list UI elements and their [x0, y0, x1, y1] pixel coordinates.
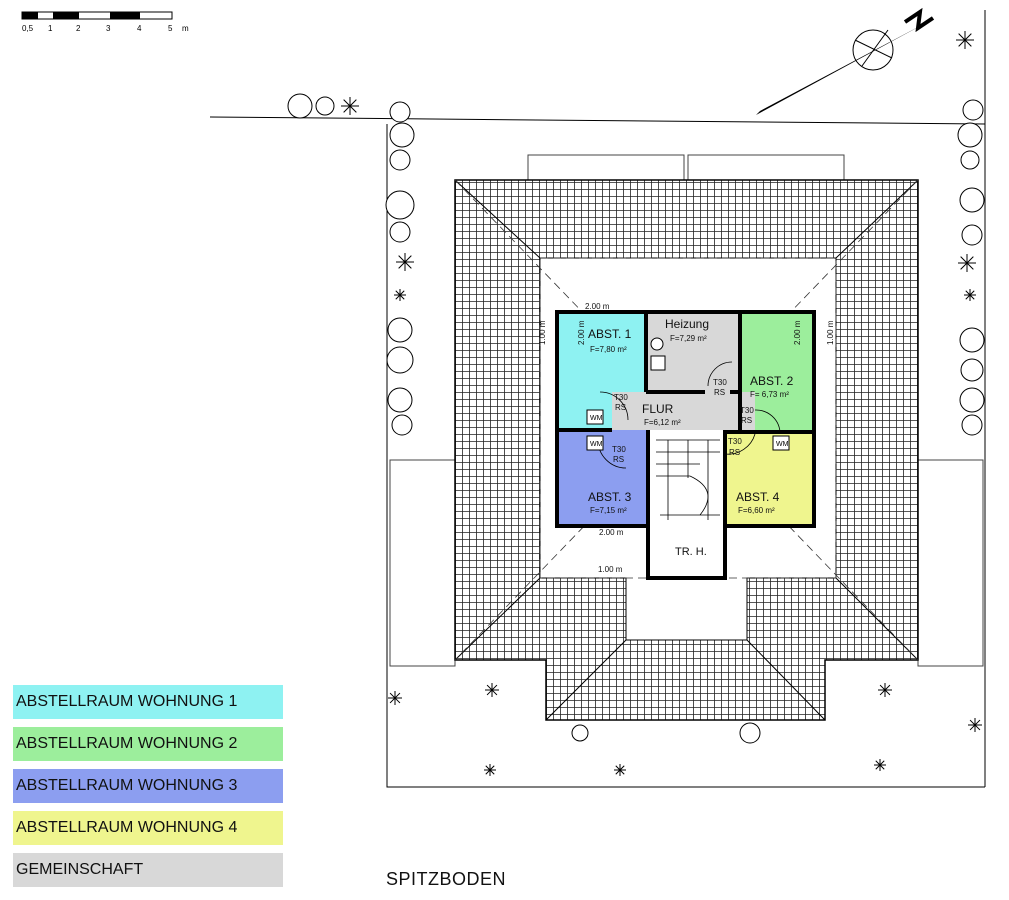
tree-icon	[962, 99, 984, 121]
shrub-icon	[958, 254, 976, 272]
legend-item-wohnung-2: ABSTELLRAUM WOHNUNG 2	[13, 727, 283, 761]
legend-item-wohnung-3: ABSTELLRAUM WOHNUNG 3	[13, 769, 283, 803]
shrub-icon	[964, 289, 976, 301]
room-area-abst1: F=7,80 m²	[590, 345, 627, 354]
door-rs: RS	[729, 448, 740, 457]
room-area-abst4: F=6,60 m²	[738, 506, 775, 515]
door-t30: T30	[612, 445, 626, 454]
site-boundary	[209, 10, 986, 788]
tree-icon	[387, 387, 413, 413]
scale-label: 3	[106, 24, 111, 33]
room-labels: ABST. 1 F=7,80 m² Heizung F=7,29 m² ABST…	[588, 317, 794, 558]
wm-label: WM	[590, 441, 603, 448]
room-name-abst4: ABST. 4	[736, 490, 780, 504]
door-t30: T30	[614, 393, 628, 402]
scale-label: 1	[48, 24, 53, 33]
dimension-right: 1.00 m	[826, 320, 835, 345]
tree-icon	[287, 93, 313, 119]
scale-label: 2	[76, 24, 81, 33]
walls	[555, 310, 816, 580]
dimension-labels: 2.00 m 2.00 m 1.00 m 1.00 m 1.00 m 2.00 …	[538, 302, 835, 574]
dimension-left-inner: 2.00 m	[577, 320, 586, 345]
shrub-icon	[341, 97, 359, 115]
tree-icon	[960, 358, 984, 382]
tree-icon	[389, 221, 411, 243]
door-rs: RS	[714, 388, 725, 397]
door-labels: T30 RS T30 RS T30 RS T30 RS T30 RS	[612, 378, 754, 464]
shrub-icon	[396, 253, 414, 271]
room-treppe	[650, 430, 725, 575]
wm-label: WM	[776, 441, 789, 448]
tree-icon	[389, 101, 411, 123]
tree-icon	[571, 724, 589, 742]
room-name-abst3: ABST. 3	[588, 490, 632, 504]
scale-label: 0,5	[22, 24, 34, 33]
tree-icon	[391, 414, 413, 436]
shrub-icon	[614, 764, 626, 776]
room-name-heizung: Heizung	[665, 317, 709, 331]
door-rs: RS	[615, 403, 626, 412]
tree-icon	[959, 327, 985, 353]
tree-icon	[961, 224, 983, 246]
door-t30: T30	[713, 378, 727, 387]
door-rs: RS	[613, 455, 624, 464]
shrub-icon	[968, 718, 982, 732]
scale-label: 4	[137, 24, 142, 33]
tree-icon	[957, 122, 983, 148]
door-t30: T30	[740, 406, 754, 415]
room-area-flur: F=6,12 m²	[644, 418, 681, 427]
door-rs: RS	[741, 416, 752, 425]
tree-icon	[386, 346, 414, 374]
shrub-icon	[485, 683, 499, 697]
shrub-icon	[388, 691, 402, 705]
room-name-abst2: ABST. 2	[750, 374, 794, 388]
door-swings	[597, 361, 781, 469]
tree-icon	[385, 190, 415, 220]
dimension-left: 1.00 m	[538, 320, 547, 345]
room-area-abst2: F= 6,73 m²	[750, 390, 789, 399]
shrub-icon	[878, 683, 892, 697]
tree-icon	[389, 149, 411, 171]
tree-icon	[961, 414, 983, 436]
tree-icon	[389, 122, 415, 148]
dimension-top: 2.00 m	[585, 302, 610, 311]
room-name-abst1: ABST. 1	[588, 327, 632, 341]
room-area-abst3: F=7,15 m²	[590, 506, 627, 515]
scale-bar: 0,5 1 2 3 4 5 m	[21, 11, 189, 33]
dimension-bottom: 2.00 m	[599, 528, 624, 537]
shrub-icon	[956, 31, 974, 49]
room-name-flur: FLUR	[642, 402, 674, 416]
north-arrow-icon	[756, 7, 935, 115]
scale-label: m	[182, 24, 189, 33]
room-name-treppe: TR. H.	[675, 546, 707, 558]
tree-icon	[960, 150, 980, 170]
room-abst4	[725, 432, 814, 526]
terrace-slabs	[389, 154, 984, 667]
tree-icon	[959, 187, 985, 213]
wm-label: WM	[590, 415, 603, 422]
dimension-bottom-1m: 1.00 m	[598, 565, 623, 574]
room-heizung	[646, 312, 740, 392]
trees	[287, 31, 985, 776]
room-area-heizung: F=7,29 m²	[670, 334, 707, 343]
shrub-icon	[484, 764, 496, 776]
legend-item-gemeinschaft: GEMEINSCHAFT	[13, 853, 283, 887]
tree-icon	[315, 96, 335, 116]
tree-icon	[739, 722, 761, 744]
plan-title: SPITZBODEN	[386, 869, 507, 889]
shrub-icon	[874, 759, 886, 771]
door-t30: T30	[728, 437, 742, 446]
washing-machine-icons: WM WM WM	[586, 409, 790, 451]
shrub-icon	[394, 289, 406, 301]
tree-icon	[959, 387, 985, 413]
scale-label: 5	[168, 24, 173, 33]
heater-icon	[650, 337, 666, 371]
rooms	[557, 312, 814, 575]
stair	[656, 439, 720, 520]
dimension-right-inner: 2.00 m	[793, 320, 802, 345]
legend-item-wohnung-4: ABSTELLRAUM WOHNUNG 4	[13, 811, 283, 845]
legend-item-wohnung-1: ABSTELLRAUM WOHNUNG 1	[13, 685, 283, 719]
tree-icon	[387, 317, 413, 343]
